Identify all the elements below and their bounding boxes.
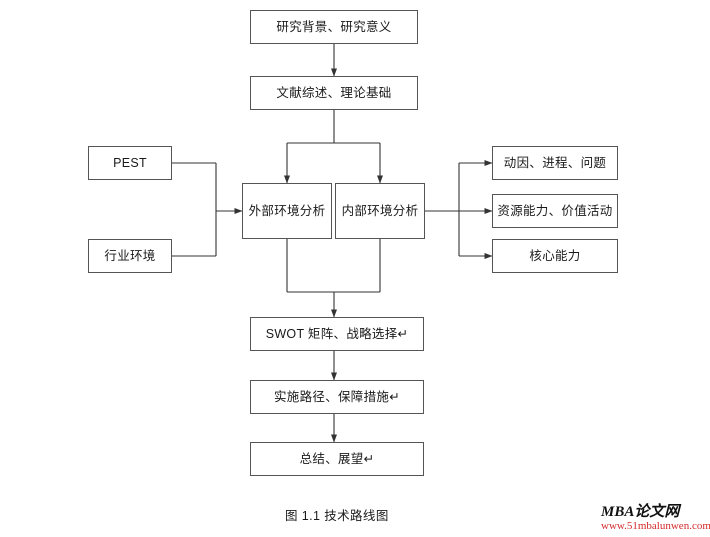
node-implementation-path[interactable]: 实施路径、保障措施↵ — [250, 380, 424, 414]
node-literature-review[interactable]: 文献综述、理论基础 — [250, 76, 418, 110]
node-label: 外部环境分析 — [248, 203, 326, 218]
node-label: 总结、展望↵ — [299, 451, 375, 466]
figure-caption: 图 1.1 技术路线图 — [285, 509, 389, 523]
node-label: 行业环境 — [104, 248, 156, 263]
node-label: 资源能力、价值活动 — [497, 203, 613, 218]
node-swot-strategy-choice[interactable]: SWOT 矩阵、战略选择↵ — [250, 317, 424, 351]
node-summary-outlook[interactable]: 总结、展望↵ — [250, 442, 424, 476]
watermark-brand: MBA论文网 — [601, 504, 680, 520]
node-industry-environment[interactable]: 行业环境 — [88, 239, 172, 273]
node-label: 实施路径、保障措施↵ — [274, 389, 400, 404]
watermark-url: www.51mbalunwen.com — [601, 520, 710, 532]
node-label: 文献综述、理论基础 — [276, 85, 392, 100]
node-internal-environment-analysis[interactable]: 内部环境分析 — [335, 183, 425, 239]
node-label: PEST — [113, 155, 147, 170]
node-label: 动因、进程、问题 — [503, 155, 607, 170]
node-research-background[interactable]: 研究背景、研究意义 — [250, 10, 418, 44]
node-label: 内部环境分析 — [341, 203, 419, 218]
node-label: 核心能力 — [529, 248, 581, 263]
node-resources-value-activities[interactable]: 资源能力、价值活动 — [492, 194, 618, 228]
node-motivation-process-problems[interactable]: 动因、进程、问题 — [492, 146, 618, 180]
node-external-environment-analysis[interactable]: 外部环境分析 — [242, 183, 332, 239]
node-pest[interactable]: PEST — [88, 146, 172, 180]
node-label: 研究背景、研究意义 — [276, 19, 392, 34]
node-label: SWOT 矩阵、战略选择↵ — [265, 326, 409, 341]
node-core-competence[interactable]: 核心能力 — [492, 239, 618, 273]
